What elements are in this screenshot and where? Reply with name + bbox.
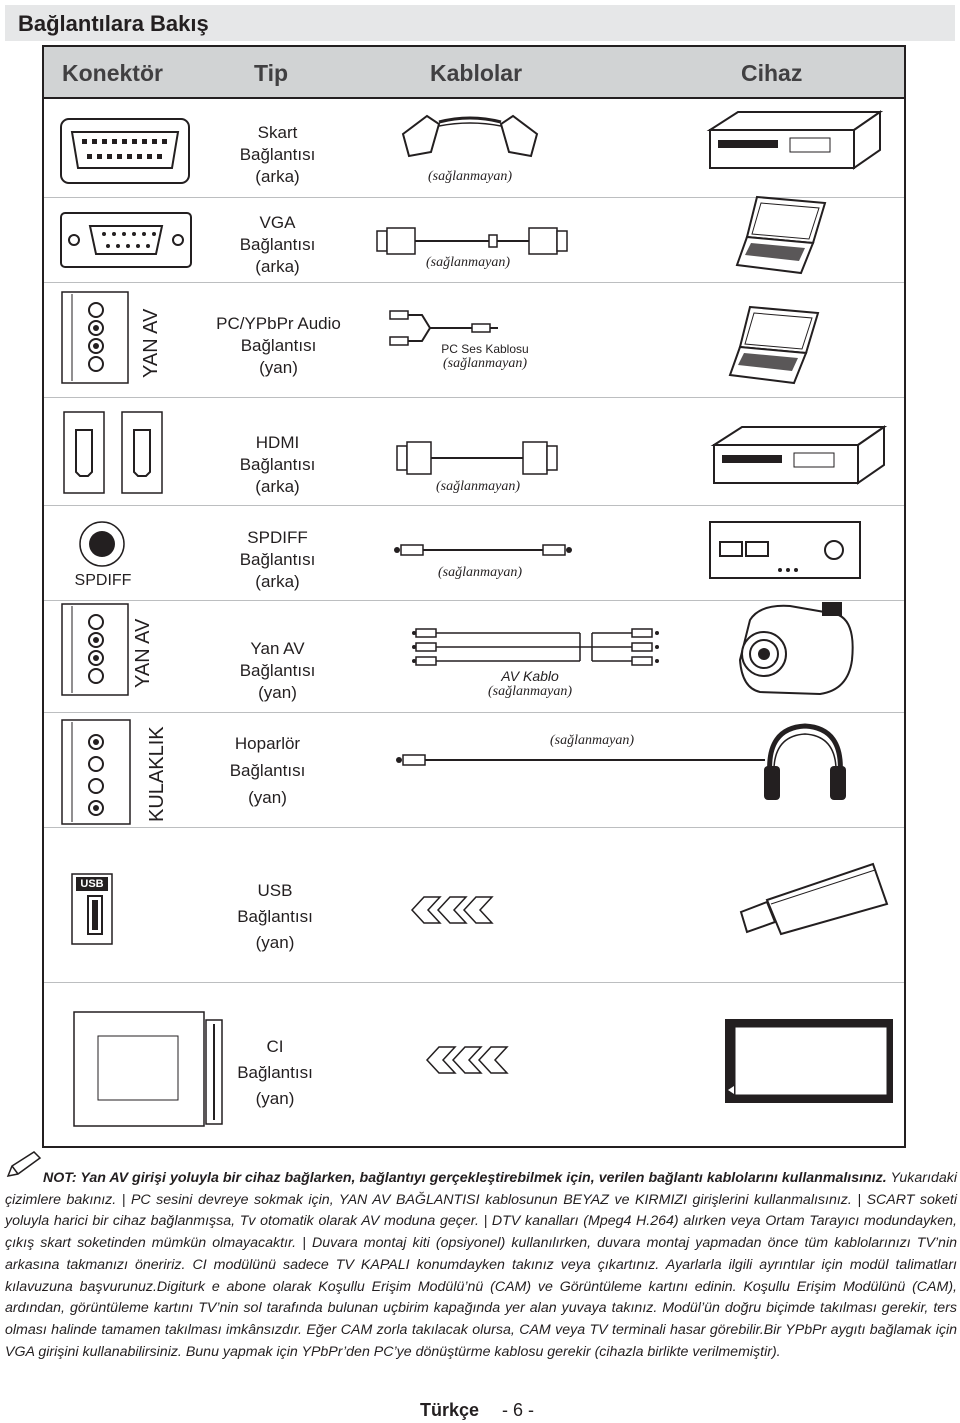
- footer-language: Türkçe: [420, 1400, 480, 1420]
- row-divider: [44, 600, 904, 601]
- vga-cable-icon: [376, 227, 568, 255]
- av-cable-note: (sağlanmayan): [488, 684, 572, 699]
- av-cable-icon: [412, 628, 659, 666]
- hdmi-type-label: HDMI Bağlantısı (arka): [239, 433, 316, 496]
- spdif-connector-label: SPDIFF: [74, 572, 132, 589]
- vga-type-label: VGA Bağlantısı (arka): [239, 213, 316, 276]
- row-divider: [44, 712, 904, 713]
- note-body: Yukarıdaki çizimlere bakınız. | PC sesin…: [5, 1170, 957, 1360]
- row-divider: [44, 827, 904, 828]
- spdif-cable-icon: [394, 544, 572, 556]
- row-divider: [44, 505, 904, 506]
- pc-audio-cable-icon: [389, 310, 498, 346]
- side-av-panel-icon: [61, 291, 129, 384]
- row-divider: [44, 982, 904, 983]
- title-bar: Bağlantılara Bakış: [5, 5, 955, 41]
- headphone-side-label: KULAKLIK: [146, 726, 168, 822]
- pc-audio-type-label: PC/YPbPr Audio Bağlantısı (yan): [216, 314, 341, 377]
- spdif-connector-icon: [79, 521, 125, 567]
- hdmi-cable-icon: [396, 441, 558, 475]
- table-header: Konektör Tip Kablolar Cihaz: [44, 47, 904, 99]
- side-av-label: YAN AV: [132, 618, 154, 688]
- hdmi-connector-icon: [63, 411, 163, 494]
- headphones-icon: [764, 723, 846, 800]
- connections-table: Konektör Tip Kablolar Cihaz: [42, 45, 906, 1148]
- hdmi-cable-note: (sağlanmayan): [436, 479, 520, 494]
- camcorder-icon: [738, 602, 854, 696]
- usb-type-label: USB Bağlantısı (yan): [237, 881, 313, 952]
- scart-type-label: Skart Bağlantısı (arka): [239, 123, 316, 186]
- insert-arrows-icon: [425, 1046, 509, 1074]
- headphone-type-label: Hoparlör Bağlantısı (yan): [229, 734, 306, 807]
- scart-connector-icon: [60, 118, 190, 184]
- usb-badge: USB: [76, 877, 108, 891]
- ci-type-label: CI Bağlantısı (yan): [237, 1037, 313, 1108]
- row-divider: [44, 197, 904, 198]
- usb-stick-icon: [739, 862, 889, 936]
- laptop-icon: [728, 305, 820, 385]
- spdif-type-label: SPDIFF Bağlantısı (arka): [239, 528, 316, 591]
- header-type: Tip: [254, 60, 289, 86]
- scart-cable-note: (sağlanmayan): [428, 169, 512, 184]
- row-divider: [44, 282, 904, 283]
- vga-connector-icon: [60, 212, 192, 268]
- side-av-label: YAN AV: [140, 308, 162, 378]
- side-av-type-label: Yan AV Bağlantısı (yan): [239, 639, 316, 702]
- cam-module-label: module: [812, 1073, 862, 1090]
- spdif-cable-note: (sağlanmayan): [438, 565, 522, 580]
- pc-audio-cable-note: (sağlanmayan): [443, 356, 527, 371]
- cam-module-icon: [725, 1019, 893, 1103]
- insert-arrows-icon: [410, 896, 494, 924]
- scart-cable-icon: [401, 114, 539, 158]
- pc-audio-cable-name: PC Ses Kablosu: [441, 342, 529, 356]
- row-divider: [44, 397, 904, 398]
- dvd-player-icon: [710, 425, 888, 485]
- page-title: Bağlantılara Bakış: [18, 11, 209, 36]
- header-device: Cihaz: [741, 60, 803, 86]
- headphone-panel-icon: [61, 719, 131, 825]
- pencil-note-icon: [6, 1151, 42, 1178]
- header-connector: Konektör: [62, 60, 163, 86]
- headphone-cable-icon: [396, 754, 765, 766]
- page-number: - 6 -: [502, 1400, 535, 1420]
- page-footer: Türkçe - 6 -: [420, 1400, 534, 1421]
- dvd-player-icon: [706, 110, 884, 170]
- note-bold: NOT: Yan AV girişi yoluyla bir cihaz bağ…: [43, 1170, 887, 1186]
- ci-slot-panel-icon: [73, 1011, 223, 1127]
- laptop-icon: [735, 195, 827, 275]
- av-cable-name: AV Kablo: [501, 668, 559, 684]
- cam-label: CAM: [828, 1056, 862, 1073]
- amplifier-icon: [709, 521, 861, 579]
- note-paragraph: NOT: Yan AV girişi yoluyla bir cihaz bağ…: [5, 1168, 957, 1363]
- side-av-panel-icon: [61, 603, 129, 696]
- vga-cable-note: (sağlanmayan): [426, 255, 510, 270]
- headphone-cable-note: (sağlanmayan): [550, 733, 634, 748]
- header-cables: Kablolar: [430, 60, 523, 86]
